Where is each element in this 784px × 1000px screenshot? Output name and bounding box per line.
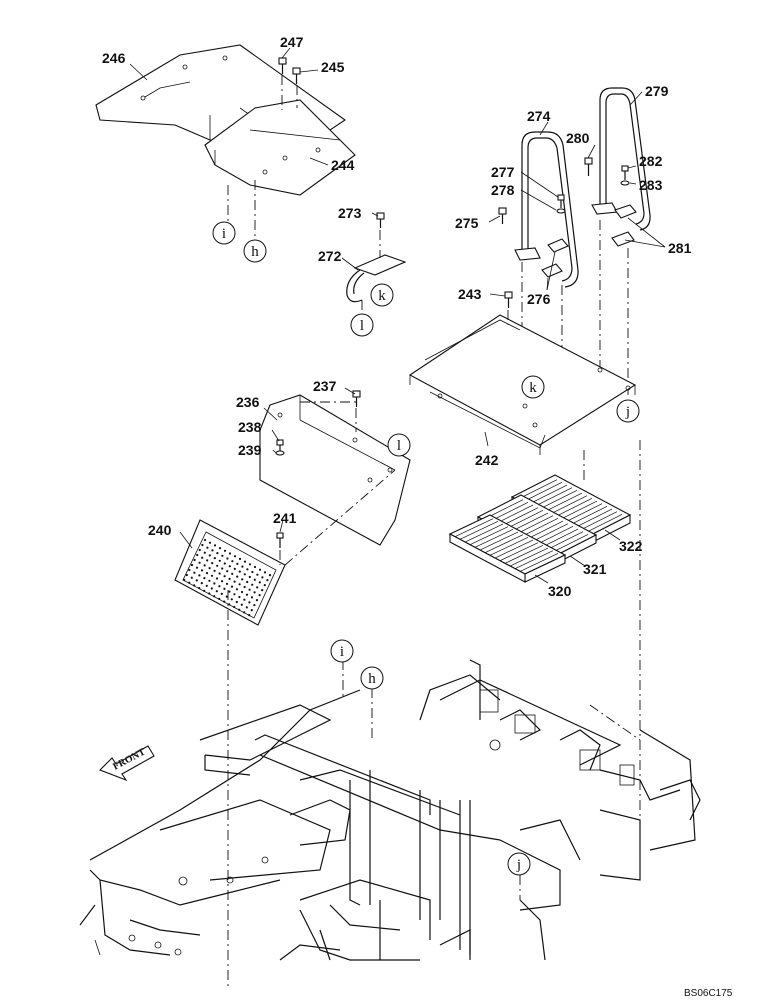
ref-marker-j-frame: j [507, 852, 531, 876]
mat-320 [448, 514, 567, 583]
part-number-274: 274 [527, 108, 551, 124]
ref-marker-h-frame: h [360, 666, 384, 690]
part-number-247: 247 [280, 34, 304, 50]
part-number-239: 239 [238, 442, 262, 458]
ref-marker-l-cover: l [387, 433, 411, 457]
clamp-281 [611, 204, 637, 247]
svg-text:k: k [529, 380, 537, 396]
bolt-282 [621, 165, 629, 180]
bolt-241 [276, 532, 284, 548]
part-number-236: 236 [236, 394, 260, 410]
reference-markers: i h k l k j l i [212, 221, 640, 876]
svg-text:j: j [516, 857, 521, 873]
bolt-275 [498, 207, 507, 224]
floor-plate-242 [408, 314, 637, 455]
svg-text:k: k [378, 288, 386, 304]
part-number-279: 279 [645, 83, 669, 99]
part-number-281: 281 [668, 240, 692, 256]
ref-marker-j-floor: j [616, 399, 640, 423]
bolt-243 [504, 291, 513, 308]
part-number-237: 237 [313, 378, 337, 394]
svg-text:i: i [340, 644, 344, 660]
ref-marker-i-frame: i [330, 639, 354, 663]
part-number-275: 275 [455, 215, 479, 231]
part-number-241: 241 [273, 510, 297, 526]
floor-plate-244 [204, 99, 356, 196]
front-arrow: FRONT [99, 745, 155, 782]
svg-text:h: h [251, 244, 259, 260]
drawing-code: BS06C175 [684, 988, 733, 999]
washer-239 [275, 450, 285, 456]
part-number-238: 238 [238, 419, 262, 435]
part-number-243: 243 [458, 286, 482, 302]
part-number-273: 273 [338, 205, 362, 221]
part-number-280: 280 [566, 130, 590, 146]
part-number-272: 272 [318, 248, 342, 264]
svg-text:j: j [625, 404, 630, 420]
part-number-283: 283 [639, 177, 663, 193]
svg-text:l: l [397, 438, 401, 454]
clamp-276 [541, 238, 569, 278]
leader-lines [129, 47, 666, 584]
svg-text:h: h [368, 671, 376, 687]
ref-marker-k-bracket: k [370, 283, 394, 307]
part-number-244: 244 [331, 157, 355, 173]
part-number-277: 277 [491, 164, 515, 180]
bracket-272 [346, 254, 407, 303]
part-number-242: 242 [475, 452, 499, 468]
bolt-277 [557, 194, 565, 208]
part-number-245: 245 [321, 59, 345, 75]
cover-236 [259, 394, 411, 546]
ref-marker-k-floor: k [521, 375, 545, 399]
bolt-245 [292, 67, 301, 84]
part-number-labels: 246 247 245 244 274 279 280 277 278 282 … [102, 34, 692, 599]
washer-283 [620, 180, 630, 186]
part-number-322: 322 [619, 538, 643, 554]
part-number-282: 282 [639, 153, 663, 169]
upper-frame-structure [79, 659, 701, 961]
part-number-321: 321 [583, 561, 607, 577]
bolt-273 [376, 212, 385, 228]
ref-marker-i-top: i [212, 221, 236, 245]
bolt-247 [278, 57, 287, 74]
ref-marker-l-bracket: l [350, 313, 374, 337]
ref-marker-h-top: h [243, 239, 267, 263]
svg-text:i: i [222, 226, 226, 242]
handrail-274 [514, 131, 579, 288]
bolt-280 [584, 157, 593, 176]
handrail-279 [591, 87, 651, 231]
grille-240 [174, 519, 286, 626]
svg-text:l: l [360, 318, 364, 334]
part-number-320: 320 [548, 583, 572, 599]
bolt-238 [276, 439, 284, 451]
washer-278 [556, 208, 566, 214]
part-number-278: 278 [491, 182, 515, 198]
part-number-246: 246 [102, 50, 126, 66]
bolt-237 [352, 390, 361, 407]
part-number-240: 240 [148, 522, 172, 538]
part-number-276: 276 [527, 291, 551, 307]
